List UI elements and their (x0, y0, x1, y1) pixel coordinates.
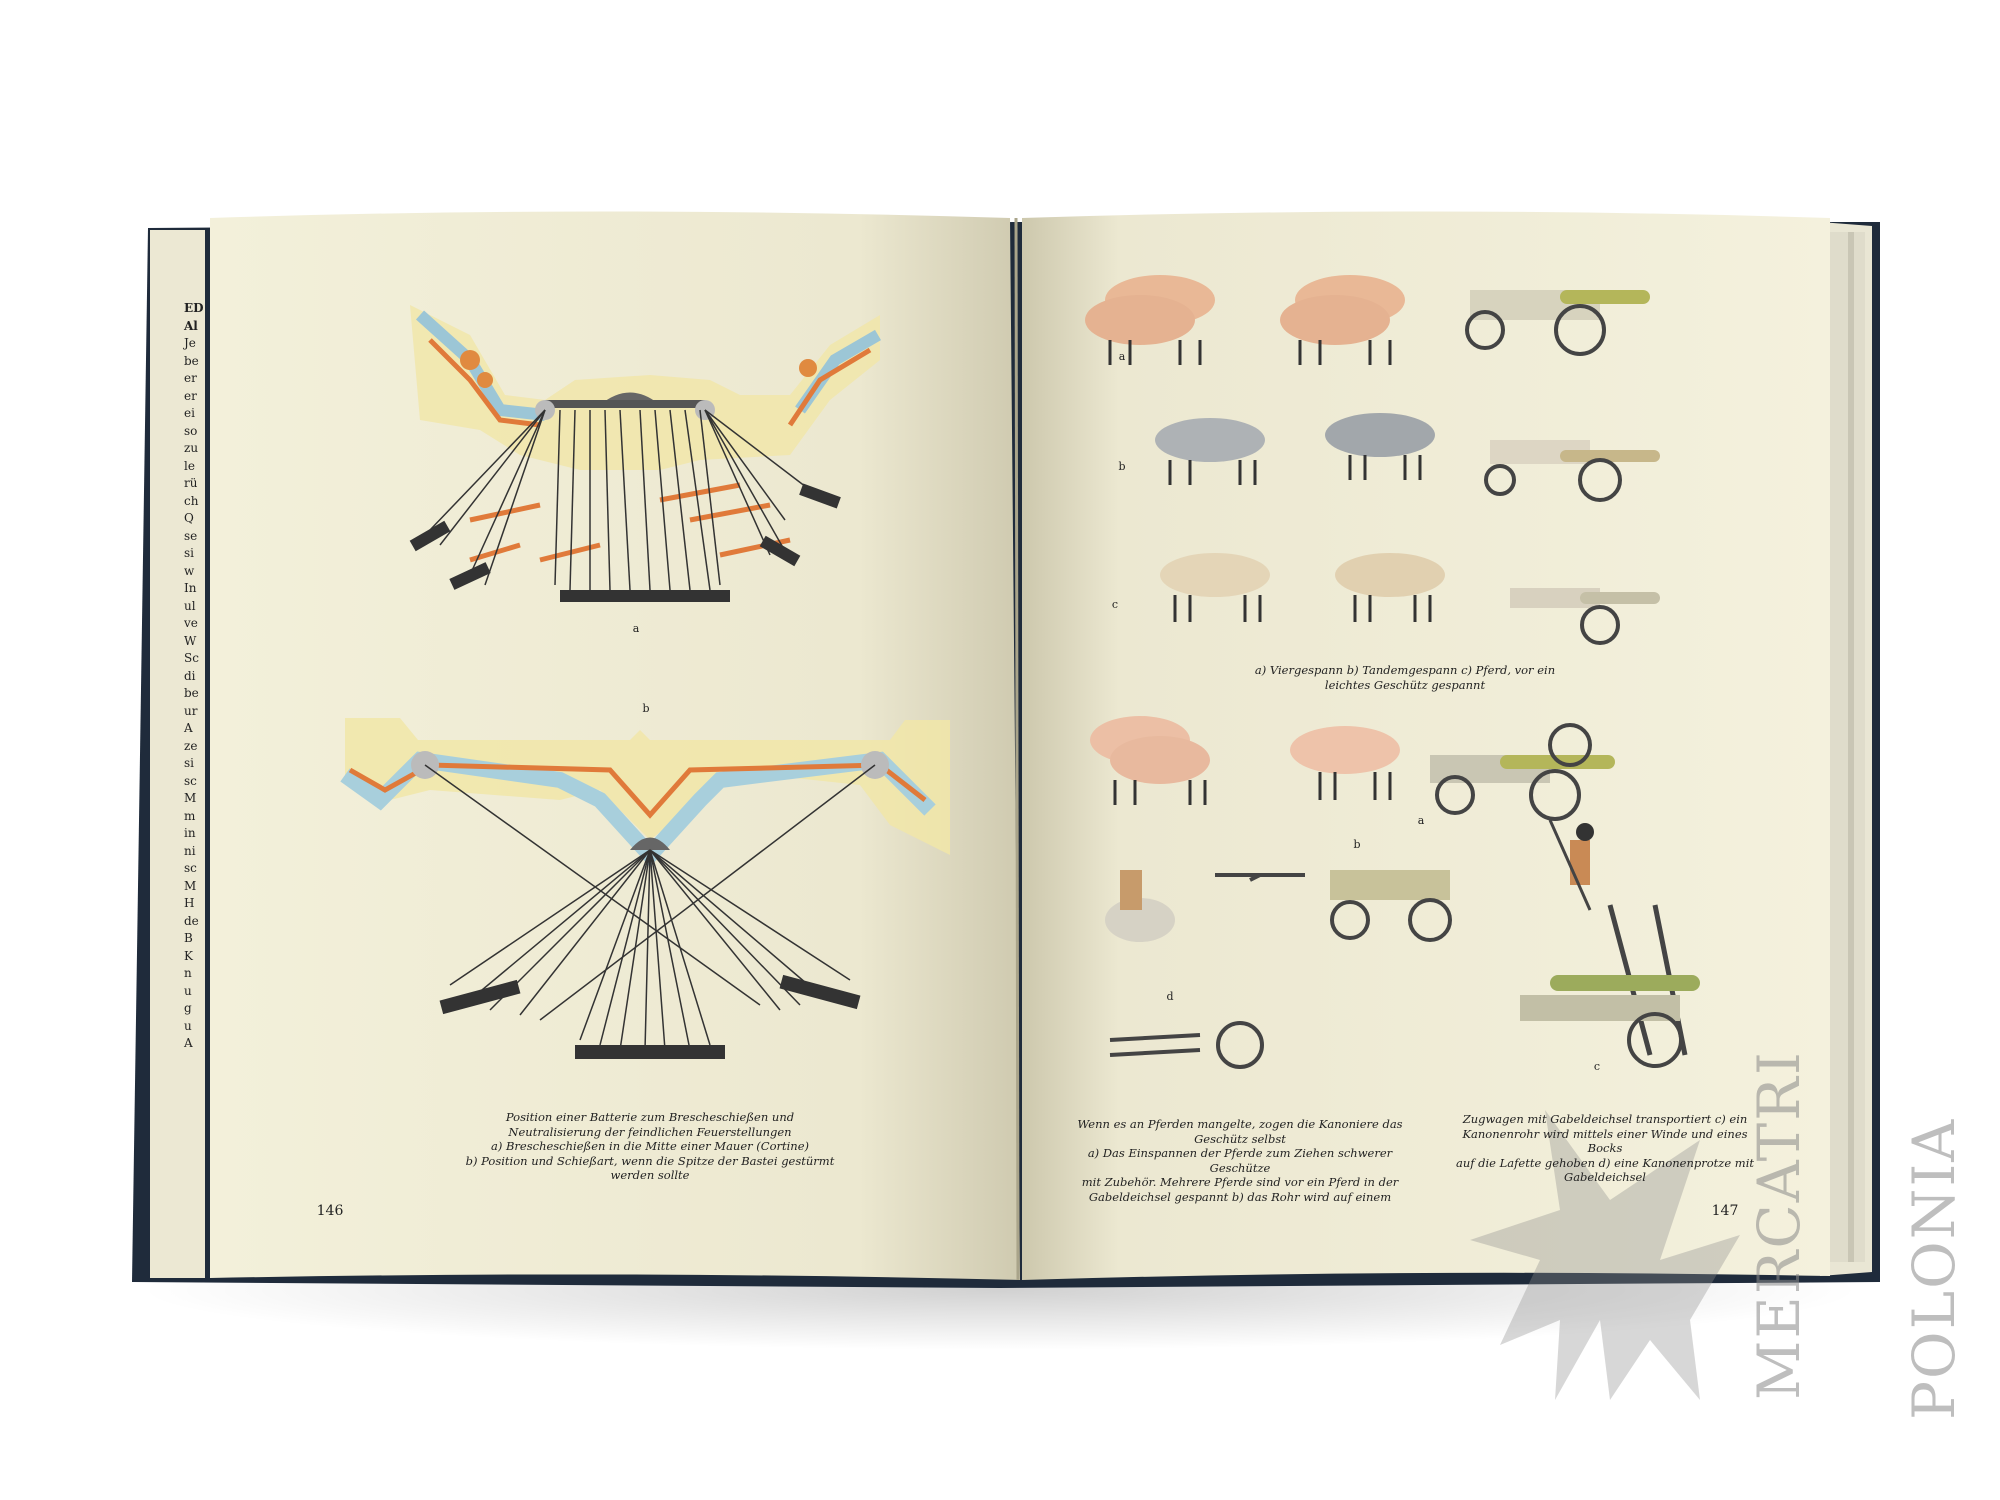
caption-line: Gabeldeichsel (1564, 1170, 1646, 1184)
margin-line: ul (184, 598, 196, 613)
margin-line: er (184, 371, 197, 385)
limber-d (1109, 1021, 1264, 1069)
caption-line: Position einer Batterie zum Brescheschie… (505, 1110, 795, 1124)
gun-and-crane-c (1520, 904, 1700, 1068)
margin-line: B (184, 931, 193, 945)
rider-and-wagon (1105, 870, 1452, 942)
caption-line: Zugwagen mit Gabeldeichsel transportiert… (1462, 1112, 1748, 1126)
page-number-right: 147 (1711, 1203, 1739, 1219)
margin-line: le (184, 458, 195, 473)
figure-label-b: b (642, 702, 650, 715)
soldier-figure (1548, 819, 1594, 911)
margin-line: sc (184, 861, 197, 875)
caption-line: b) Position und Schießart, wenn die Spit… (465, 1153, 835, 1168)
margin-line: A (184, 1036, 193, 1050)
margin-line: u (184, 1018, 192, 1033)
margin-line: W (184, 633, 197, 648)
figure-label-a: a (632, 622, 640, 635)
caption-line: a) Brescheschießen in die Mitte einer Ma… (490, 1139, 810, 1153)
fortification-diagram-b (340, 718, 950, 1059)
lower-label-a: a (1417, 814, 1425, 827)
margin-line: M (184, 791, 197, 805)
margin-line: ze (184, 738, 198, 753)
margin-line: zu (184, 441, 199, 455)
caption-line: a) Das Einspannen der Pferde zum Ziehen … (1087, 1146, 1393, 1175)
margin-line: n (184, 966, 192, 980)
caption-line: a) Viergespann b) Tandemgespann c) Pferd… (1254, 663, 1556, 677)
margin-line: er (184, 388, 197, 403)
margin-line: in (184, 826, 196, 840)
margin-line: rü (184, 476, 198, 490)
margin-line: ch (184, 493, 199, 508)
margin-line: g (184, 1001, 192, 1015)
caption-line: Kanonenrohr wird mittels einer Winde und… (1462, 1126, 1748, 1156)
page-number-left: 146 (316, 1203, 344, 1219)
lower-label-c: c (1593, 1060, 1601, 1073)
margin-line: Al (184, 318, 198, 333)
left-under-page (150, 230, 205, 1278)
watermark-text-2: POLONIA (1900, 1117, 1968, 1420)
row-label-b: b (1118, 460, 1126, 473)
margin-line: be (184, 353, 199, 368)
margin-line: so (184, 423, 198, 438)
margin-line: ED (184, 301, 204, 315)
row-label-a: a (1118, 350, 1126, 363)
margin-line: H (184, 896, 195, 910)
watermark-text-1: MERCATRI (1745, 1050, 1813, 1400)
right-top-caption: a) Viergespann b) Tandemgespann c) Pferd… (1250, 663, 1560, 692)
margin-line: ni (184, 843, 196, 858)
margin-line: se (184, 528, 198, 543)
lower-horse-team-a (1090, 716, 1615, 821)
margin-line: A (184, 721, 193, 735)
margin-line: di (184, 668, 196, 683)
gutter (1014, 217, 1020, 1281)
caption-line: Neutralisierung der feindlichen Feuerste… (508, 1124, 792, 1139)
margin-line: ur (184, 703, 198, 718)
margin-line: m (184, 808, 196, 823)
horse-team-c (1160, 553, 1660, 645)
caption-line: leichtes Geschütz gespannt (1324, 677, 1486, 692)
caption-line: mit Zubehör. Mehrere Pferde sind vor ein… (1081, 1175, 1399, 1189)
margin-line: Q (184, 511, 194, 525)
margin-line: Sc (184, 651, 199, 665)
margin-line: u (184, 983, 192, 998)
horse-team-b (1155, 413, 1660, 502)
margin-line: ve (184, 616, 198, 630)
watermark-eagle (1470, 1110, 1740, 1400)
caption-line: Wenn es an Pferden mangelte, zogen die K… (1077, 1117, 1403, 1131)
caption-line: Gabeldeichsel gespannt b) das Rohr wird … (1088, 1189, 1392, 1204)
lower-label-b: b (1353, 838, 1361, 851)
caption-line: auf die Lafette gehoben d) eine Kanonenp… (1455, 1155, 1755, 1170)
margin-line: w (184, 563, 195, 578)
margin-line: de (184, 913, 199, 928)
left-page-caption: Position einer Batterie zum Brescheschie… (455, 1110, 845, 1183)
fortification-diagram-a (409, 305, 882, 602)
horse-team-a (1085, 275, 1650, 365)
margin-line: be (184, 686, 199, 700)
right-caption-left: Wenn es an Pferden mangelte, zogen die K… (1075, 1117, 1405, 1204)
caption-line: werden sollte (610, 1168, 690, 1182)
left-margin-text: ED Al Je be er er ei so zu le rü ch Q se… (184, 300, 214, 1053)
row-label-c: c (1111, 598, 1119, 611)
margin-line: Je (184, 336, 196, 350)
margin-line: si (184, 756, 194, 770)
margin-line: ei (184, 406, 195, 420)
margin-line: K (184, 948, 193, 963)
caption-line: Geschütz selbst (1194, 1131, 1286, 1146)
margin-line: M (184, 878, 197, 893)
right-caption-right: Zugwagen mit Gabeldeichsel transportiert… (1455, 1112, 1755, 1185)
margin-line: sc (184, 773, 197, 788)
margin-line: si (184, 546, 194, 560)
lower-label-d: d (1166, 990, 1174, 1003)
margin-line: In (184, 581, 197, 595)
